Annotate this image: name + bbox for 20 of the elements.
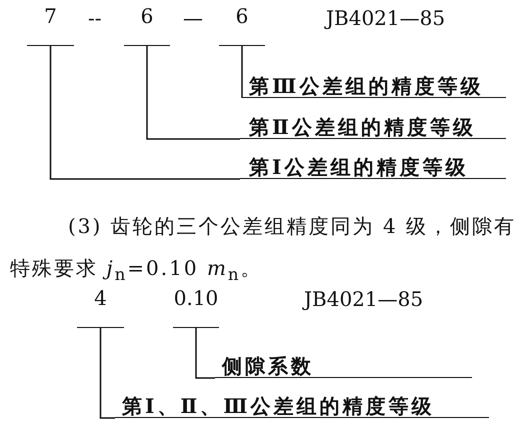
callout-label: 第Ⅰ公差组的精度等级 (240, 155, 506, 179)
code-digit: 6 (124, 4, 170, 46)
callout-label: 第Ⅰ、Ⅱ、Ⅲ公差组的精度等级 (115, 394, 489, 418)
callout-label: 侧隙系数 (215, 354, 472, 378)
callout-label: 第Ⅱ公差组的精度等级 (240, 115, 506, 139)
code-digit: 7 (27, 4, 74, 46)
leader-line (146, 46, 240, 140)
code-text: JB4021—85 (326, 6, 446, 30)
code-text: -- (88, 6, 102, 30)
leader-line (195, 328, 215, 379)
code-digit: 4 (77, 286, 124, 328)
code-digit: 0.10 (173, 286, 219, 328)
code-text: JB4021—85 (304, 287, 424, 311)
leader-line (241, 46, 243, 98)
leader-line (50, 46, 240, 180)
leader-line (100, 328, 115, 419)
code-text: — (183, 6, 203, 30)
code-digit: 6 (219, 4, 265, 46)
callout-label: 第Ⅲ公差组的精度等级 (242, 74, 506, 98)
paragraph: (3) 齿轮的三个公差组精度同为 4 级，侧隙有特殊要求 j$_{n}$=0.10 m$_{n}$。 (10, 213, 518, 286)
